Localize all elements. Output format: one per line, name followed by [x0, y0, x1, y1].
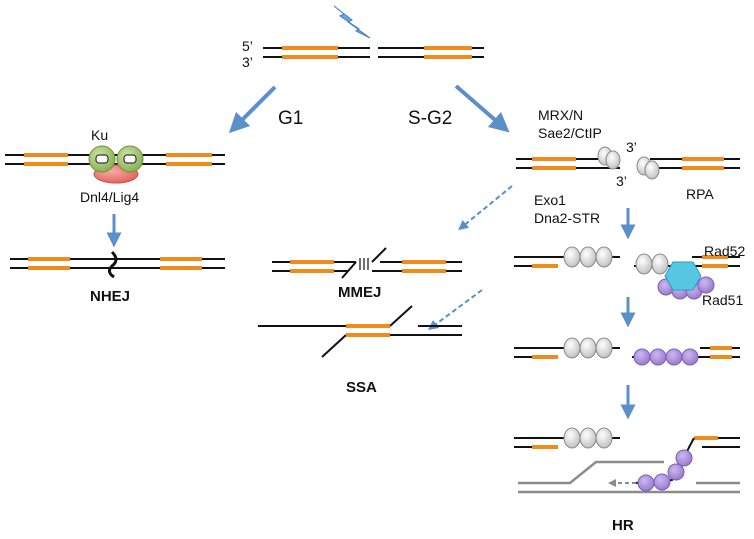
exo1-label: Exo1 [534, 192, 566, 208]
rpa-label: RPA [686, 186, 714, 202]
nhej-ku-complex [5, 145, 225, 184]
nhej-product [10, 250, 225, 279]
three-prime-overhang-label-2: 3’ [616, 173, 627, 189]
rad52-label: Rad52 [704, 243, 745, 259]
hr-end-clipping [516, 146, 740, 180]
three-prime-overhang-label: 3’ [626, 139, 637, 155]
rad52-protein [664, 261, 702, 291]
hr-strand-invasion [514, 427, 740, 494]
arrow-to-s-g2 [454, 84, 510, 133]
s-g2-label: S-G2 [408, 108, 452, 129]
mmej-product [272, 247, 462, 279]
arrow-ssa [427, 289, 483, 330]
rad51-label: Rad51 [702, 292, 743, 308]
mrx-label: MRX/N [538, 107, 583, 123]
hr-resection [514, 246, 740, 300]
g1-label: G1 [278, 108, 303, 129]
three-prime-label: 3’ [242, 54, 253, 70]
ku-label: Ku [91, 127, 108, 143]
dnl4-lig4-label: Dnl4/Lig4 [80, 189, 139, 205]
hr-rad51-filament [514, 337, 740, 366]
mmej-label: MMEJ [338, 284, 381, 301]
nhej-label: NHEJ [90, 288, 130, 305]
broken-dna-top [263, 46, 484, 59]
sae2-label: Sae2/CtIP [538, 125, 602, 141]
hr-label: HR [612, 517, 634, 534]
lightning-icon [333, 5, 371, 39]
arrow-mmej [458, 185, 513, 231]
five-prime-label: 5’ [242, 38, 253, 54]
ssa-label: SSA [346, 379, 377, 396]
arrow-to-g1 [228, 85, 277, 134]
dna2-label: Dna2-STR [534, 210, 600, 226]
ssa-product [258, 305, 462, 358]
